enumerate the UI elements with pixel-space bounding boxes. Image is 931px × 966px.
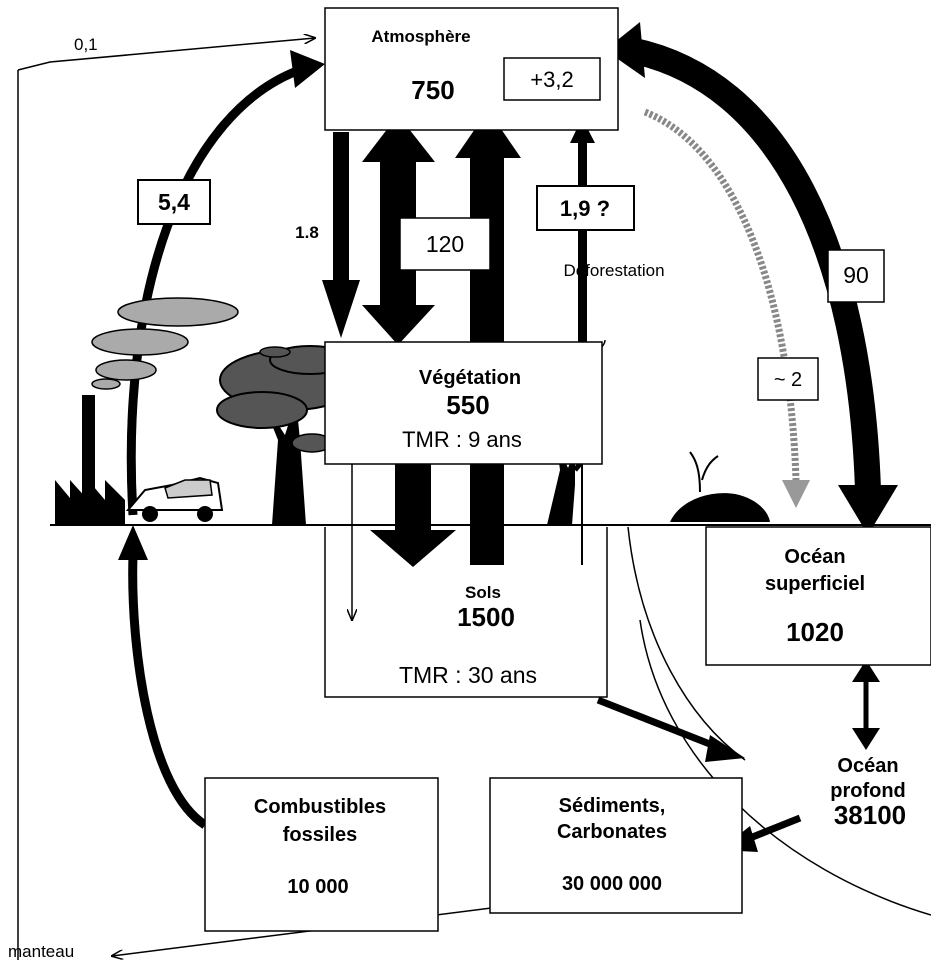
- ocean-profond-title-1: Océan: [837, 755, 898, 777]
- ocean-superficiel-value: 1020: [786, 617, 844, 647]
- vegetation-box: [324, 341, 603, 465]
- volcanic-flow-arrow: [17, 38, 315, 71]
- combustibles-value: 10 000: [287, 876, 348, 898]
- ocean-superficiel-box: [705, 526, 931, 666]
- ocean-to-sediment-arrow: [743, 814, 802, 844]
- atmosphere-increase: +3,2: [530, 67, 573, 92]
- ocean-boundary-curve: [627, 526, 746, 761]
- photosynthesis-value: 1.8: [295, 223, 319, 242]
- combustibles-title-1: Combustibles: [254, 796, 386, 818]
- combustibles-title-2: fossiles: [283, 824, 357, 846]
- fossil-emission-arrow: [126, 63, 307, 516]
- fossil-emission-arrowhead: [290, 50, 325, 88]
- volcanic-flow-value: 0,1: [74, 35, 98, 54]
- vegetation-exchange-head-down: [362, 305, 435, 345]
- ocean-uptake-arrowhead: [782, 480, 810, 508]
- fossil-emission-value: 5,4: [158, 189, 190, 215]
- sols-title: Sols: [465, 583, 501, 602]
- ocean-mix-head-down: [852, 728, 880, 750]
- sols-value: 1500: [457, 602, 515, 632]
- sediments-title-2: Carbonates: [557, 821, 667, 843]
- litter-arrowhead: [370, 530, 456, 567]
- fossil-extraction-arrowhead: [118, 525, 148, 560]
- ocean-superficiel-title-2: superficiel: [765, 573, 865, 595]
- sediments-value: 30 000 000: [562, 873, 662, 895]
- atmosphere-increase-box: [503, 57, 601, 101]
- ocean-profond-title-2: profond: [830, 780, 906, 802]
- fossil-emission-label-box: [137, 179, 211, 225]
- soil-to-ocean-arrow: [596, 696, 722, 752]
- factory-icon: [55, 395, 125, 525]
- ocean-exchange-head-up: [605, 22, 645, 78]
- ocean-uptake-label-box: [757, 357, 819, 401]
- ocean-exchange-arrow: [627, 37, 881, 491]
- smoke-icon: [91, 297, 239, 390]
- deforestation-label-box: [536, 185, 635, 231]
- vegetation-tmr: TMR : 9 ans: [402, 427, 522, 452]
- ocean-uptake-arrow: [643, 108, 800, 481]
- sediments-box: [489, 777, 743, 914]
- atmosphere-value: 750: [411, 75, 454, 105]
- deforestation-value: 1,9 ?: [560, 196, 610, 221]
- ocean-exchange-value: 90: [843, 262, 869, 288]
- soil-respiration-head: [455, 110, 521, 158]
- sediments-title-1: Sédiments,: [559, 795, 666, 817]
- ocean-mix-head-up: [852, 660, 880, 682]
- ocean-uptake-value: ~ 2: [774, 369, 802, 391]
- vegetation-title: Végétation: [419, 367, 521, 389]
- vegetation-exchange-head-up: [362, 115, 435, 162]
- mantle-label: manteau: [8, 942, 74, 961]
- photosynthesis-arrowhead: [322, 280, 360, 338]
- ocean-exchange-head-down: [838, 485, 898, 535]
- sols-tmr: TMR : 30 ans: [399, 662, 537, 688]
- ocean-exchange-label-box: [827, 249, 885, 303]
- deforestation-label: Déforestation: [563, 261, 664, 280]
- soils-box: [324, 527, 608, 698]
- combustibles-box: [204, 777, 439, 932]
- deforestation-arrow-shaft: [578, 140, 587, 370]
- vegetation-exchange-label-box: [399, 217, 491, 271]
- car-icon: [125, 476, 224, 522]
- vegetation-value: 550: [446, 390, 489, 420]
- ocean-superficiel-title-1: Océan: [784, 546, 845, 568]
- vegetation-exchange-value: 120: [426, 231, 464, 257]
- litter-arrow-shaft: [395, 462, 431, 532]
- soil-to-ocean-arrowhead: [705, 735, 745, 762]
- ocean-profond-value: 38100: [834, 800, 906, 830]
- photosynthesis-arrow-shaft: [333, 132, 349, 282]
- island-icon: [670, 451, 770, 522]
- atmosphere-title: Atmosphère: [371, 27, 470, 46]
- fossil-extraction-arrow: [128, 554, 208, 829]
